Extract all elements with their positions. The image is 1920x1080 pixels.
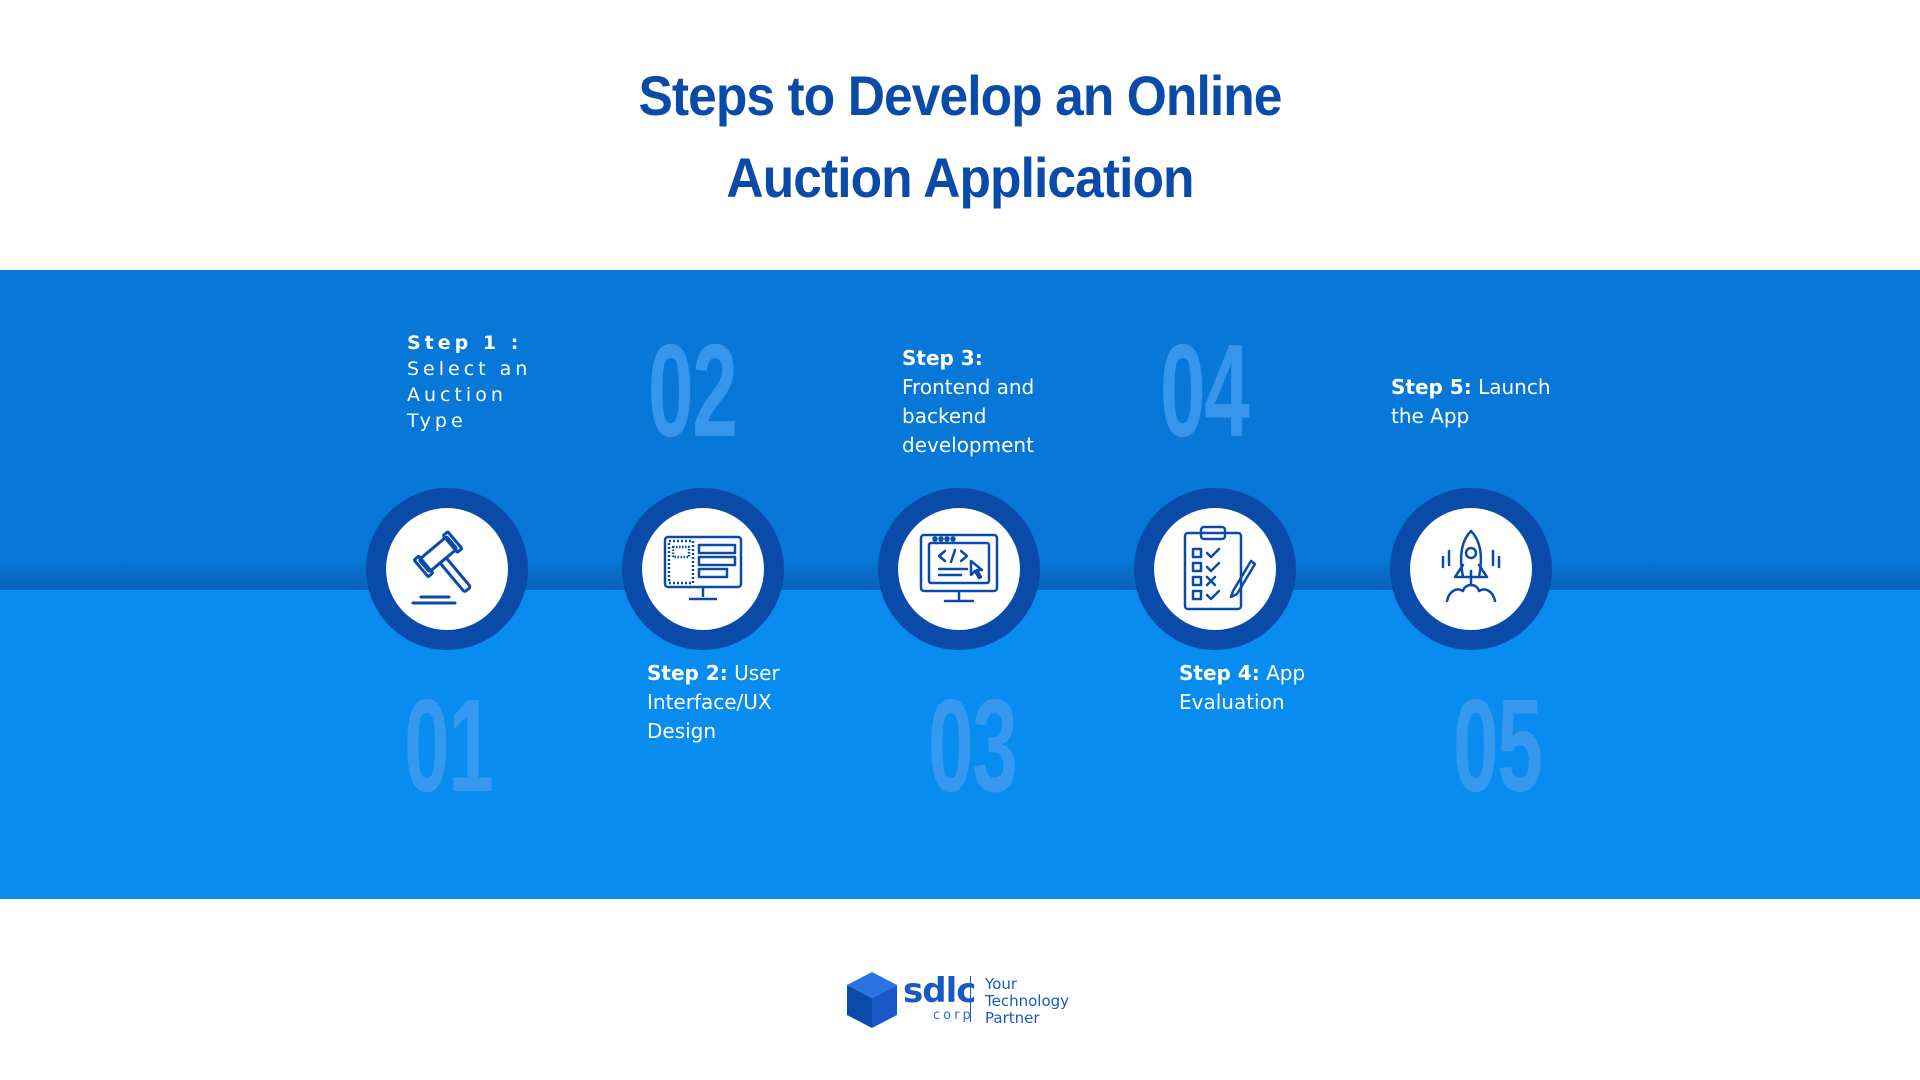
step-number-03: 03 xyxy=(928,672,1018,819)
title-line-2: Auction Application xyxy=(726,146,1194,209)
tagline-line-3: Partner xyxy=(985,1009,1040,1027)
tagline-line-1: Your xyxy=(985,975,1018,993)
step-5-circle xyxy=(1390,488,1552,650)
code-monitor-icon xyxy=(919,533,999,603)
tagline-line-2: Technology xyxy=(985,992,1070,1010)
rocket-icon xyxy=(1441,529,1501,603)
step-2-label: Step 2: User Interface/UX Design xyxy=(647,659,807,746)
logo-divider xyxy=(970,976,971,1022)
logo-tagline: Your Technology Partner xyxy=(985,976,1069,1027)
gavel-icon xyxy=(411,530,472,605)
step-1-label-text: Select an Auction Type xyxy=(407,358,532,432)
checklist-clipboard-icon xyxy=(1183,525,1257,611)
page-title: Steps to Develop an Online Auction Appli… xyxy=(77,55,1843,219)
step-3-label: Step 3: Frontend and backend development xyxy=(902,344,1062,460)
cube-logo-icon xyxy=(847,972,897,1028)
title-line-1: Steps to Develop an Online xyxy=(638,64,1282,127)
step-2-label-text: User Interface/UX Design xyxy=(647,661,780,743)
ui-design-monitor-icon xyxy=(663,535,743,601)
step-3-label-text: Frontend and backend development xyxy=(902,375,1035,457)
step-4-label-text: App Evaluation xyxy=(1179,661,1306,714)
step-1-circle xyxy=(366,488,528,650)
step-4-label-bold: Step 4: xyxy=(1179,661,1260,685)
step-5-label-text: Launch the App xyxy=(1391,375,1551,428)
step-5-label-bold: Step 5: xyxy=(1391,375,1472,399)
company-logo: sdlc corp Your Technology Partner xyxy=(845,970,1085,1030)
step-4-circle xyxy=(1134,488,1296,650)
step-4-label: Step 4: App Evaluation xyxy=(1179,659,1339,717)
logo-brand: sdlc xyxy=(903,971,976,1011)
logo-sub: corp xyxy=(933,1008,974,1023)
step-number-02: 02 xyxy=(648,317,738,464)
step-2-label-bold: Step 2: xyxy=(647,661,728,685)
step-3-circle xyxy=(878,488,1040,650)
step-1-label: Step 1 : Select an Auction Type xyxy=(407,330,557,434)
step-2-circle xyxy=(622,488,784,650)
step-1-label-bold: Step 1 : xyxy=(407,332,523,354)
step-number-05: 05 xyxy=(1453,672,1543,819)
step-number-04: 04 xyxy=(1160,317,1250,464)
step-3-label-bold: Step 3: xyxy=(902,346,983,370)
step-5-label: Step 5: Launch the App xyxy=(1391,373,1551,431)
step-number-01: 01 xyxy=(404,672,494,819)
